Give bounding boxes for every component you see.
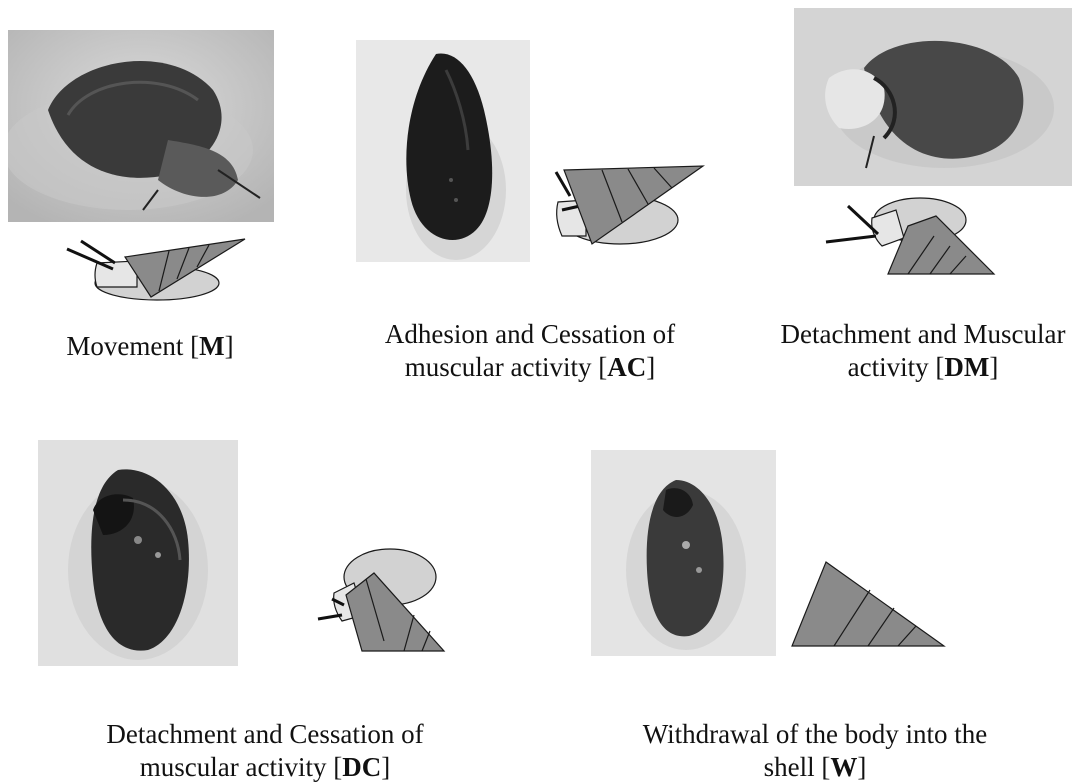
caption-text: ] — [646, 352, 655, 382]
photo-adhesion-cessation — [356, 40, 530, 262]
behavior-code: M — [199, 331, 224, 361]
caption-text: muscular activity [ — [140, 752, 342, 782]
photo-detachment-cessation — [38, 440, 238, 666]
behavior-code: W — [830, 752, 857, 782]
behavior-code: DC — [342, 752, 381, 782]
caption-text: Movement [ — [66, 331, 199, 361]
behavior-code: AC — [607, 352, 646, 382]
caption-line: muscular activity [AC] — [370, 351, 690, 384]
schematic-detachment-cessation — [318, 545, 458, 653]
caption-line: shell [W] — [620, 751, 1010, 784]
caption-text: ] — [381, 752, 390, 782]
tentacle — [81, 241, 115, 263]
caption-line: Withdrawal of the body into the — [620, 718, 1010, 751]
schematic-detachment-muscular — [826, 196, 996, 276]
caption-text: shell [ — [764, 752, 831, 782]
caption-text: ] — [989, 352, 998, 382]
caption-text: ] — [857, 752, 866, 782]
schematic-withdrawal — [790, 560, 946, 648]
caption-line: Detachment and Muscular — [770, 318, 1076, 351]
shell-shape — [792, 562, 944, 646]
caption-line: muscular activity [DC] — [80, 751, 450, 784]
photo-withdrawal — [591, 450, 776, 656]
tentacle — [826, 236, 876, 242]
caption-withdrawal: Withdrawal of the body into the shell [W… — [620, 718, 1010, 784]
caption-line: Detachment and Cessation of — [80, 718, 450, 751]
caption-detachment-muscular: Detachment and Muscular activity [DM] — [770, 318, 1076, 384]
caption-text: muscular activity [ — [405, 352, 607, 382]
schematic-adhesion-cessation — [540, 164, 705, 246]
caption-movement: Movement [M] — [40, 330, 260, 363]
caption-line: activity [DM] — [770, 351, 1076, 384]
caption-adhesion-cessation: Adhesion and Cessation of muscular activ… — [370, 318, 690, 384]
caption-detachment-cessation: Detachment and Cessation of muscular act… — [80, 718, 450, 784]
tentacle — [318, 615, 342, 619]
caption-line: Adhesion and Cessation of — [370, 318, 690, 351]
photo-detachment-muscular — [794, 8, 1072, 186]
caption-text: ] — [225, 331, 234, 361]
caption-text: activity [ — [848, 352, 945, 382]
schematic-movement — [65, 235, 247, 303]
behavior-code: DM — [944, 352, 989, 382]
photo-movement — [8, 30, 274, 222]
